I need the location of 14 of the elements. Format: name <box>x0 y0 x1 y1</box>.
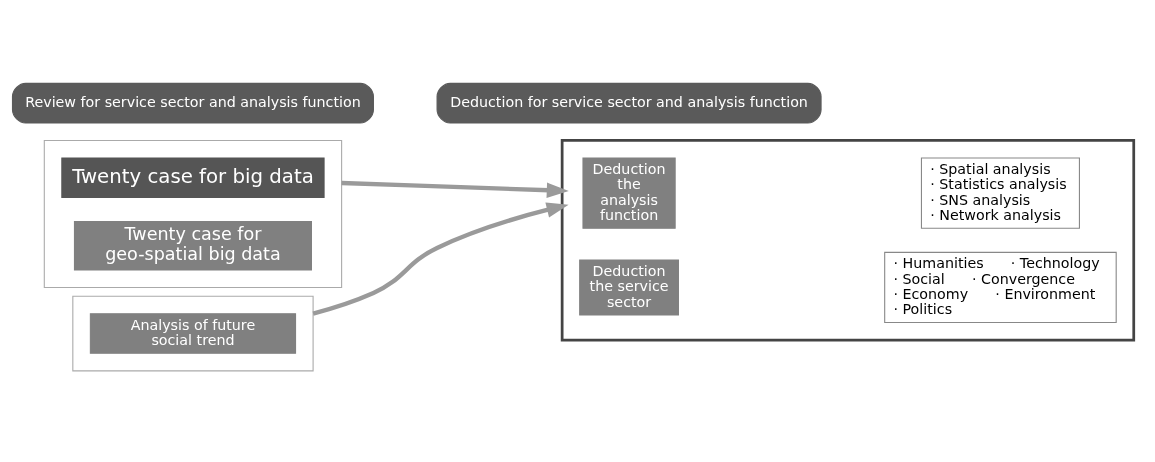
node-box: Deduction for service sector and analysis function <box>436 82 822 123</box>
arrow <box>312 201 569 316</box>
node-box: Deduction the analysis function <box>582 156 676 229</box>
node-box: · Spatial analysis · Statistics analysis · SNS analysis · Network analysis <box>920 156 1080 229</box>
cluster <box>72 295 314 371</box>
node-box: Twenty case for geo-spatial big data <box>73 220 312 270</box>
node-box: Twenty case for big data <box>61 156 325 198</box>
node-box: Deduction the service sector <box>579 258 679 315</box>
node-box: Review for service sector and analysis function <box>11 82 374 123</box>
arrow <box>341 180 569 198</box>
cluster <box>43 139 343 288</box>
cluster <box>560 138 1136 341</box>
node-box: · Humanities · Technology · Social · Convergence · Economy · Environment · Politics <box>884 251 1117 323</box>
node-box: Analysis of future social trend <box>89 312 297 354</box>
